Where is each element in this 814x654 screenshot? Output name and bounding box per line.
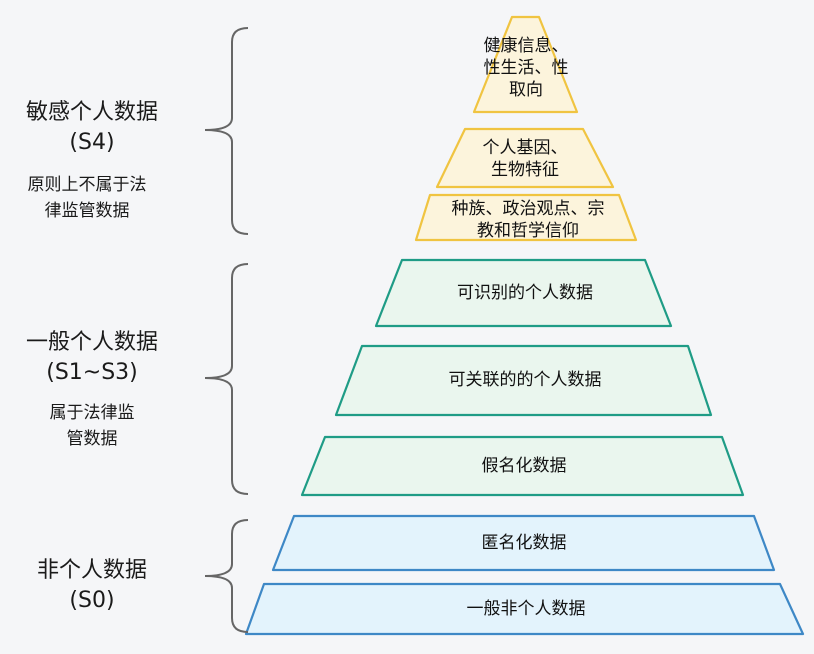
sensitive-note-line1: 原则上不属于法 — [27, 175, 147, 195]
general-brace — [204, 263, 249, 495]
tier-label: 种族、政治观点、宗 教和哲学信仰 — [418, 196, 638, 244]
non-brace — [204, 519, 249, 633]
general-note-line1: 属于法律监 — [49, 403, 135, 423]
tier-label-line: 教和哲学信仰 — [477, 221, 579, 241]
sensitive-note-line2: 律监管数据 — [44, 201, 130, 221]
tier-shape — [334, 344, 713, 417]
tier-shape — [472, 15, 579, 114]
tier-label: 健康信息、 性生活、性 取向 — [466, 26, 586, 110]
tier-label: 可关联的的个人数据 — [340, 346, 710, 414]
tier-label-line: 个人基因、 — [482, 138, 568, 158]
tier-label-line: 可关联的的个人数据 — [448, 370, 602, 390]
tier-label-line: 性生活、性 — [483, 58, 569, 78]
general-note-line2: 管数据 — [66, 429, 118, 449]
sensitive-brace — [204, 27, 249, 235]
tier-shape — [271, 514, 776, 572]
tier-label: 匿名化数据 — [276, 517, 772, 569]
tier-label-line: 假名化数据 — [481, 456, 567, 476]
tier-shape — [374, 258, 673, 328]
tier-label-line: 可识别的个人数据 — [457, 283, 593, 303]
tier-shape — [244, 582, 805, 636]
tier-label-line: 取向 — [509, 80, 543, 100]
tier-label: 可识别的个人数据 — [380, 262, 670, 324]
tier-shape — [414, 193, 638, 242]
non-title-line1: 非个人数据 — [36, 558, 147, 583]
tier-label-line: 一般非个人数据 — [466, 599, 586, 619]
sensitive-title-line2: (S4) — [69, 130, 115, 155]
tier-label-line: 种族、政治观点、宗 — [451, 199, 605, 219]
tier-shape — [435, 127, 615, 189]
sensitive-title-line1: 敏感个人数据 — [25, 100, 158, 125]
tier-label-line: 健康信息、 — [483, 36, 569, 56]
tier-label: 一般非个人数据 — [250, 585, 802, 633]
tier-shape — [300, 435, 745, 497]
general-title-line1: 一般个人数据 — [25, 330, 158, 355]
tier-label-line: 生物特征 — [491, 160, 559, 180]
non-title-line2: (S0) — [69, 588, 115, 613]
tier-label: 个人基因、 生物特征 — [440, 133, 610, 185]
tier-label: 假名化数据 — [306, 438, 742, 494]
general-title-line2: (S1~S3) — [46, 360, 138, 385]
tier-label-line: 匿名化数据 — [481, 533, 567, 553]
